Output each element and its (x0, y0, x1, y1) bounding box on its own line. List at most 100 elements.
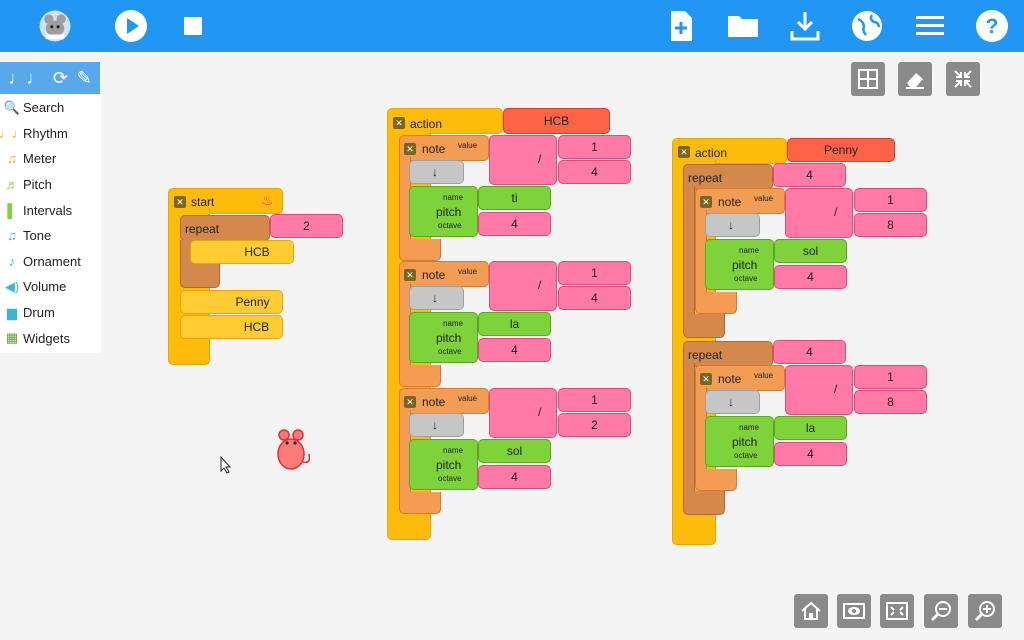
divide-block[interactable]: / (489, 261, 557, 311)
zoom-out-icon[interactable] (924, 594, 958, 628)
denominator-input[interactable]: 8 (854, 213, 927, 237)
eye-icon[interactable] (837, 594, 871, 628)
repeat-block[interactable]: repeat (180, 215, 270, 241)
pitch-name-input[interactable]: sol (774, 239, 847, 263)
denominator-input[interactable]: 8 (854, 390, 927, 414)
do-hcb-block-2[interactable]: HCB (180, 315, 283, 339)
hidden-block[interactable]: ↓ (409, 286, 464, 310)
mouse-logo-icon[interactable] (33, 5, 77, 47)
globe-icon[interactable] (847, 6, 887, 46)
block-config-icon[interactable]: ✕ (700, 196, 712, 208)
denominator-input[interactable]: 4 (558, 286, 631, 310)
art-palette-tab-icon[interactable]: ✎ (76, 68, 92, 88)
pitch-block[interactable]: name pitch octave (409, 186, 478, 237)
folder-icon[interactable] (723, 6, 763, 46)
palette-item-volume[interactable]: ◀)Volume (0, 274, 101, 300)
note-block[interactable]: ✕ note value (695, 365, 785, 391)
octave-input[interactable]: 4 (478, 338, 551, 362)
cursor-icon (220, 455, 232, 474)
palette-item-tone[interactable]: ♫Tone (0, 223, 101, 249)
mouse-turtle-icon[interactable] (272, 426, 314, 472)
octave-input[interactable]: 4 (774, 442, 847, 466)
palette-item-ornament[interactable]: ♪Ornament (0, 249, 101, 275)
palette-item-meter[interactable]: ♫Meter (0, 146, 101, 172)
hidden-block[interactable]: ↓ (705, 390, 760, 414)
divide-block[interactable]: / (489, 388, 557, 438)
pitch-icon: ♬ (5, 177, 19, 193)
block-config-icon[interactable]: ✕ (404, 396, 416, 408)
pitch-block[interactable]: name pitch octave (705, 239, 774, 290)
penny-action-block[interactable]: ✕ action (672, 138, 787, 164)
palette-item-intervals[interactable]: ▌Intervals (0, 197, 101, 223)
pitch-block[interactable]: name pitch octave (409, 312, 478, 363)
repeat-count-input[interactable]: 2 (270, 214, 343, 238)
block-config-icon[interactable]: ✕ (174, 196, 186, 208)
hcb-action-name[interactable]: HCB (503, 108, 610, 134)
flow-palette-tab-icon[interactable]: ⟳ (52, 68, 68, 88)
note-block[interactable]: ✕ note value (399, 135, 489, 161)
expand-icon[interactable] (880, 594, 914, 628)
stop-icon[interactable] (173, 6, 213, 46)
palette-item-drum[interactable]: ▆Drum (0, 300, 101, 326)
hcb-action-block[interactable]: ✕ action (387, 108, 503, 134)
block-config-icon[interactable]: ✕ (404, 143, 416, 155)
palette-item-widgets[interactable]: ▦Widgets (0, 325, 101, 351)
denominator-input[interactable]: 4 (558, 160, 631, 184)
penny-repeat-count[interactable]: 4 (773, 340, 846, 364)
block-config-icon[interactable]: ✕ (404, 269, 416, 281)
hidden-block[interactable]: ↓ (409, 160, 464, 184)
download-icon[interactable] (785, 6, 825, 46)
do-hcb-block[interactable]: HCB (190, 240, 294, 264)
note-block[interactable]: ✕ note value (399, 261, 489, 287)
penny-repeat-count[interactable]: 4 (773, 163, 846, 187)
help-icon[interactable]: ? (972, 6, 1012, 46)
numerator-input[interactable]: 1 (558, 135, 631, 159)
note-foot (695, 292, 737, 314)
palette-item-pitch[interactable]: ♬Pitch (0, 172, 101, 198)
pitch-block[interactable]: name pitch octave (705, 416, 774, 467)
do-penny-block[interactable]: Penny (180, 290, 283, 314)
block-config-icon[interactable]: ✕ (393, 117, 405, 129)
pitch-name-input[interactable]: la (774, 416, 847, 440)
divide-block[interactable]: / (785, 365, 853, 415)
octave-input[interactable]: 4 (478, 212, 551, 236)
note-foot (399, 492, 441, 514)
hidden-block[interactable]: ↓ (705, 213, 760, 237)
zoom-in-icon[interactable] (968, 594, 1002, 628)
numerator-input[interactable]: 1 (558, 261, 631, 285)
numerator-input[interactable]: 1 (854, 188, 927, 212)
note-block[interactable]: ✕ note value (695, 188, 785, 214)
grid-icon[interactable] (851, 62, 885, 96)
palette-item-rhythm[interactable]: ♩♩Rhythm (0, 125, 68, 141)
numerator-input[interactable]: 1 (854, 365, 927, 389)
numerator-input[interactable]: 1 (558, 388, 631, 412)
note-foot (399, 365, 441, 387)
octave-input[interactable]: 4 (774, 265, 847, 289)
play-icon[interactable] (111, 6, 151, 46)
music-palette-tab-icon[interactable]: ♩♩ (8, 68, 45, 88)
palette-item-search[interactable]: 🔍Search (3, 99, 65, 116)
penny-action-name[interactable]: Penny (787, 138, 895, 162)
block-config-icon[interactable]: ✕ (678, 146, 690, 158)
block-config-icon[interactable]: ✕ (700, 373, 712, 385)
divide-block[interactable]: / (489, 135, 557, 185)
menu-icon[interactable] (910, 6, 950, 46)
volume-icon: ◀) (4, 278, 20, 294)
eraser-icon[interactable] (898, 62, 932, 96)
home-icon[interactable] (794, 594, 828, 628)
denominator-input[interactable]: 2 (558, 413, 631, 437)
penny-repeat-block[interactable]: repeat (683, 341, 773, 367)
rhythm-icon: ♩♩ (0, 125, 25, 141)
pitch-block[interactable]: name pitch octave (409, 439, 478, 490)
penny-repeat-block[interactable]: repeat (683, 164, 773, 190)
pitch-name-input[interactable]: la (478, 312, 551, 336)
hidden-block[interactable]: ↓ (409, 413, 464, 437)
pitch-name-input[interactable]: sol (478, 439, 551, 463)
octave-input[interactable]: 4 (478, 465, 551, 489)
divide-block[interactable]: / (785, 188, 853, 238)
collapse-icon[interactable] (946, 62, 980, 96)
start-block[interactable]: ✕ start ♨ (168, 188, 283, 214)
note-block[interactable]: ✕ note value (399, 388, 489, 414)
pitch-name-input[interactable]: ti (478, 186, 551, 210)
new-file-icon[interactable] (661, 6, 701, 46)
